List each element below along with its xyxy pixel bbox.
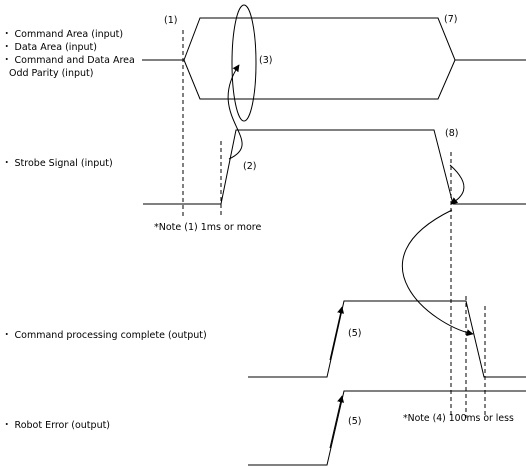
- label-strobe: ・ Strobe Signal (input): [2, 158, 113, 169]
- marker-1: (1): [164, 15, 178, 26]
- label-parity-line1: ・ Command and Data Area: [2, 55, 135, 66]
- label-cmd-complete: ・ Command processing complete (output): [2, 330, 207, 341]
- label-robot-error: ・ Robot Error (output): [2, 420, 111, 431]
- arrow-strobe-to-complete: [401, 209, 474, 337]
- marker-5b: (5): [348, 416, 362, 427]
- label-data-area: ・ Data Area (input): [2, 42, 97, 53]
- transition-ellipse: [231, 4, 257, 122]
- marker-7: (7): [444, 14, 458, 25]
- marker-2: (2): [243, 161, 257, 172]
- bus-waveform: [142, 17, 526, 100]
- marker-5a: (5): [348, 328, 362, 339]
- timing-dashes: [182, 30, 486, 418]
- strobe-waveform: [143, 129, 526, 205]
- note-4: *Note (4) 100ms or less: [403, 413, 514, 424]
- marker-8: (8): [445, 128, 459, 139]
- edge-arrows: [329, 306, 345, 449]
- cmd-complete-waveform: [248, 300, 526, 378]
- robot-error-waveform: [248, 390, 526, 466]
- arrow-bus-to-strobe: [449, 164, 465, 205]
- marker-3: (3): [259, 55, 273, 66]
- label-command-area: ・ Command Area (input): [2, 29, 124, 40]
- arrow-strobe-to-bus: [227, 64, 243, 160]
- label-parity-line2: Odd Parity (input): [9, 68, 94, 79]
- note-1: *Note (1) 1ms or more: [154, 222, 262, 233]
